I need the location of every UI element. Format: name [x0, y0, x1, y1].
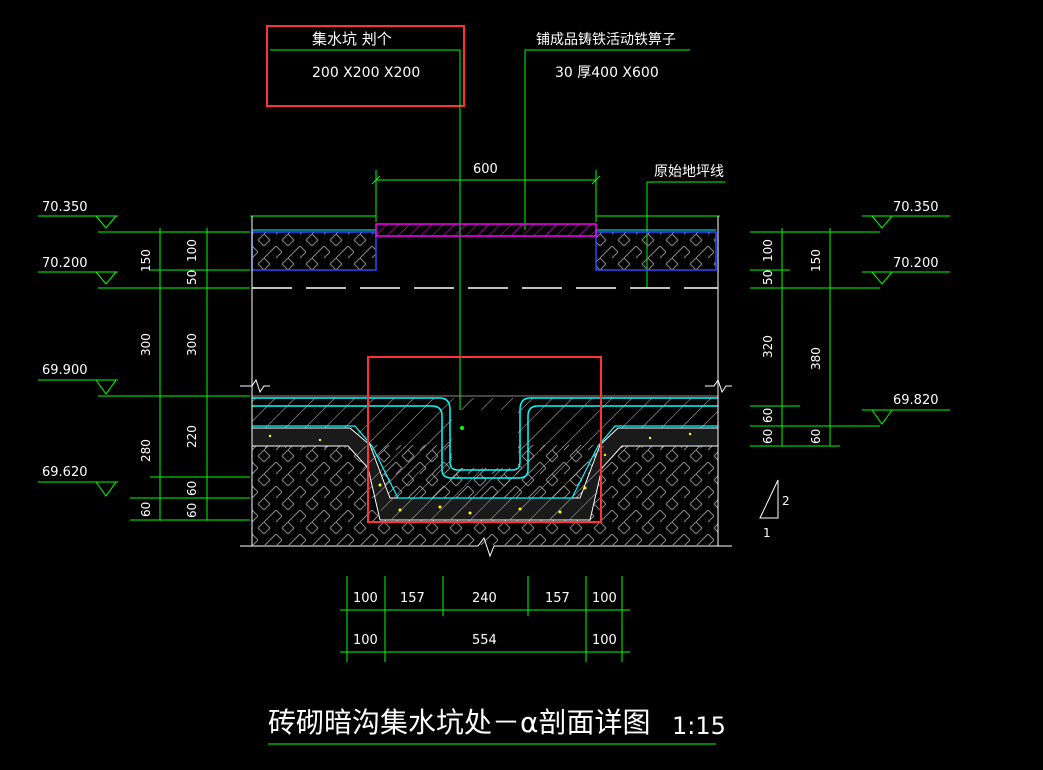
svg-text:60: 60 — [761, 429, 775, 444]
svg-text:100: 100 — [185, 239, 199, 262]
drawing-scale: 1:15 — [672, 712, 726, 740]
right-elevations: 70.350 70.200 69.820 — [750, 200, 950, 447]
concrete-channel — [252, 397, 718, 471]
svg-text:280: 280 — [139, 439, 153, 462]
left-brick-slab — [251, 231, 377, 271]
grate-label: 铺成品铸铁活动铁箅子 — [536, 32, 676, 48]
svg-text:220: 220 — [185, 425, 199, 448]
svg-text:60: 60 — [185, 503, 199, 518]
svg-text:554: 554 — [472, 633, 497, 648]
left-dimensions: 150 300 280 60 100 50 300 220 60 60 — [139, 228, 250, 520]
svg-text:300: 300 — [139, 333, 153, 356]
svg-text:300: 300 — [185, 333, 199, 356]
svg-text:100: 100 — [353, 591, 378, 606]
svg-text:240: 240 — [472, 591, 497, 606]
svg-text:60: 60 — [761, 408, 775, 423]
svg-text:100: 100 — [353, 633, 378, 648]
svg-text:320: 320 — [761, 335, 775, 358]
right-dimensions: 100 50 320 60 60 150 380 60 — [750, 228, 831, 446]
svg-text:60: 60 — [809, 429, 823, 444]
slope-indicator: 2 1 — [759, 479, 790, 540]
svg-text:69.820: 69.820 — [893, 393, 939, 408]
svg-text:60: 60 — [139, 502, 153, 517]
iron-grate — [375, 223, 597, 237]
svg-text:380: 380 — [809, 347, 823, 370]
svg-text:150: 150 — [139, 249, 153, 272]
svg-text:70.200: 70.200 — [893, 256, 939, 271]
grate-size: 30 厚400 X600 — [555, 65, 659, 81]
left-elevations: 70.350 70.200 69.900 69.620 — [38, 200, 250, 521]
highlight-box-label — [266, 25, 465, 107]
bottom-dimensions: 100 157 240 157 100 100 554 100 — [340, 576, 630, 662]
svg-text:69.900: 69.900 — [42, 363, 88, 378]
svg-text:2: 2 — [782, 494, 790, 508]
svg-text:100: 100 — [761, 239, 775, 262]
svg-text:150: 150 — [809, 249, 823, 272]
svg-text:70.200: 70.200 — [42, 256, 88, 271]
dim-top-width: 600 — [473, 162, 498, 177]
svg-text:157: 157 — [545, 591, 570, 606]
sump-label: 集水坑 刔个 — [312, 30, 392, 48]
svg-text:157: 157 — [400, 591, 425, 606]
drawing-title: 砖砌暗沟集水坑处－α剖面详图 — [268, 706, 650, 739]
highlight-box-sump — [367, 356, 602, 523]
svg-text:1: 1 — [763, 526, 771, 540]
svg-text:100: 100 — [592, 633, 617, 648]
svg-text:50: 50 — [761, 270, 775, 285]
svg-text:70.350: 70.350 — [893, 200, 939, 215]
svg-text:69.620: 69.620 — [42, 465, 88, 480]
sump-size: 200 X200 X200 — [312, 65, 420, 81]
gravel-dots — [268, 432, 692, 515]
svg-text:100: 100 — [592, 591, 617, 606]
svg-text:70.350: 70.350 — [42, 200, 88, 215]
right-brick-slab — [595, 231, 717, 271]
ground-line-label: 原始地坪线 — [654, 164, 724, 180]
svg-text:60: 60 — [185, 481, 199, 496]
svg-text:50: 50 — [185, 270, 199, 285]
